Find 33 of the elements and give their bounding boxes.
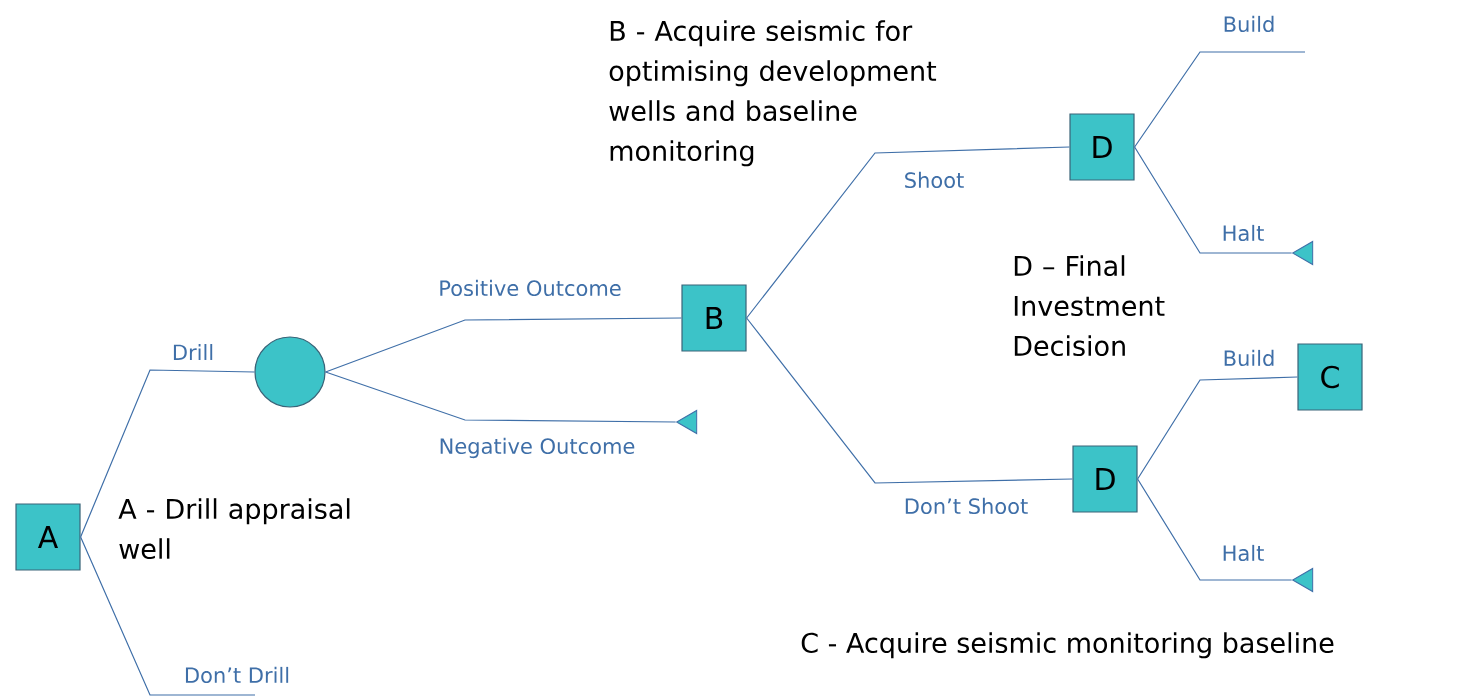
branch-line — [80, 536, 256, 696]
decision-box: A — [15, 503, 81, 571]
chance-circle — [254, 336, 326, 408]
branch-line — [80, 369, 255, 538]
annotation-text: A - Drill appraisal well — [118, 498, 350, 560]
annotation-text: C - Acquire seismic monitoring baseline — [801, 632, 1334, 659]
edge-label: Build — [1221, 348, 1277, 368]
end-triangle — [676, 409, 698, 435]
edge-label: Negative Outcome — [437, 436, 637, 460]
branch-line — [325, 371, 677, 423]
branch-line — [1134, 146, 1293, 254]
decision-box: C — [1297, 343, 1363, 411]
edge-label: Don’t Shoot — [902, 496, 1030, 516]
end-triangle — [1292, 567, 1314, 593]
branch-line — [746, 317, 1073, 484]
edge-label: Drill — [170, 343, 216, 361]
branch-line — [746, 146, 1070, 319]
branch-line — [1134, 51, 1306, 148]
edge-label: Don’t Drill — [182, 665, 292, 685]
branch-line — [325, 317, 682, 373]
branch-line — [1137, 376, 1298, 480]
edge-label: Build — [1221, 14, 1277, 34]
edge-label: Shoot — [902, 170, 966, 190]
edge-label: Halt — [1220, 543, 1266, 563]
decision-box: D — [1069, 113, 1135, 181]
edge-label: Halt — [1220, 223, 1266, 243]
annotation-text: D – Final Investment Decision — [1014, 255, 1165, 357]
edge-label: Positive Outcome — [437, 278, 623, 298]
annotation-text: B - Acquire seismic for optimising development wells and baseline monitoring — [609, 20, 937, 167]
decision-box: D — [1072, 445, 1138, 513]
branch-line — [1137, 478, 1293, 581]
end-triangle — [1292, 240, 1314, 266]
decision-box: B — [681, 284, 747, 352]
